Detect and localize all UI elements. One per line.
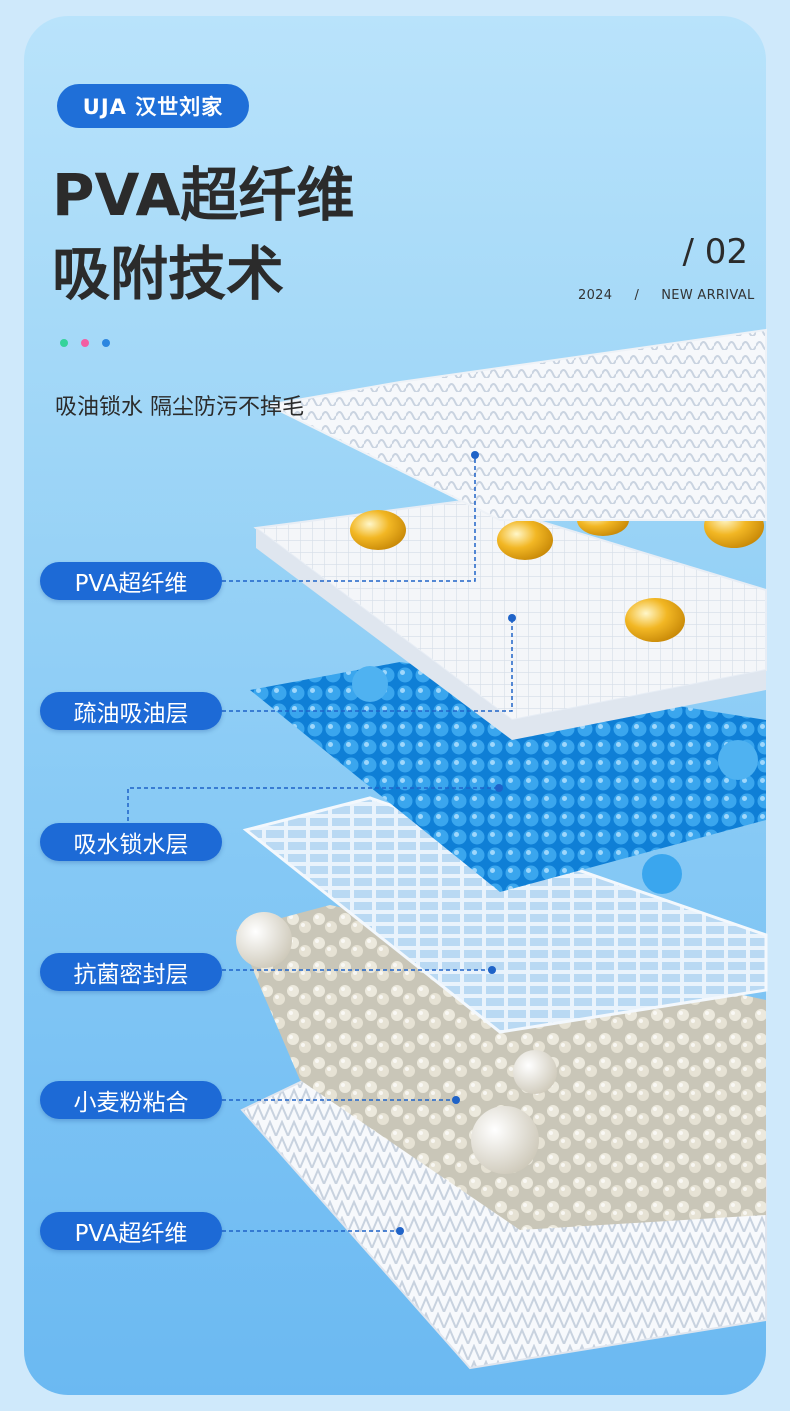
- year-arrival-meta: 2024 / NEW ARRIVAL: [578, 288, 755, 303]
- layer-label-pva-bottom: PVA超纤维: [40, 1212, 222, 1250]
- layer-label-wheat: 小麦粉粘合: [40, 1081, 222, 1119]
- accent-dot-pink: [81, 339, 89, 347]
- accent-dot-blue: [102, 339, 110, 347]
- accent-dot-green: [60, 339, 68, 347]
- page-title-line1: PVA超纤维: [52, 161, 355, 229]
- brand-logo: UJA 汉世刘家: [57, 84, 249, 128]
- layer-label-antibacterial: 抗菌密封层: [40, 953, 222, 991]
- layer-label-pva-top: PVA超纤维: [40, 562, 222, 600]
- layer-label-oil: 疏油吸油层: [40, 692, 222, 730]
- page-index: / 02: [682, 232, 748, 272]
- feature-tagline: 吸油锁水 隔尘防污不掉毛: [55, 395, 304, 420]
- layer-label-water: 吸水锁水层: [40, 823, 222, 861]
- page-title-line2: 吸附技术: [52, 240, 285, 308]
